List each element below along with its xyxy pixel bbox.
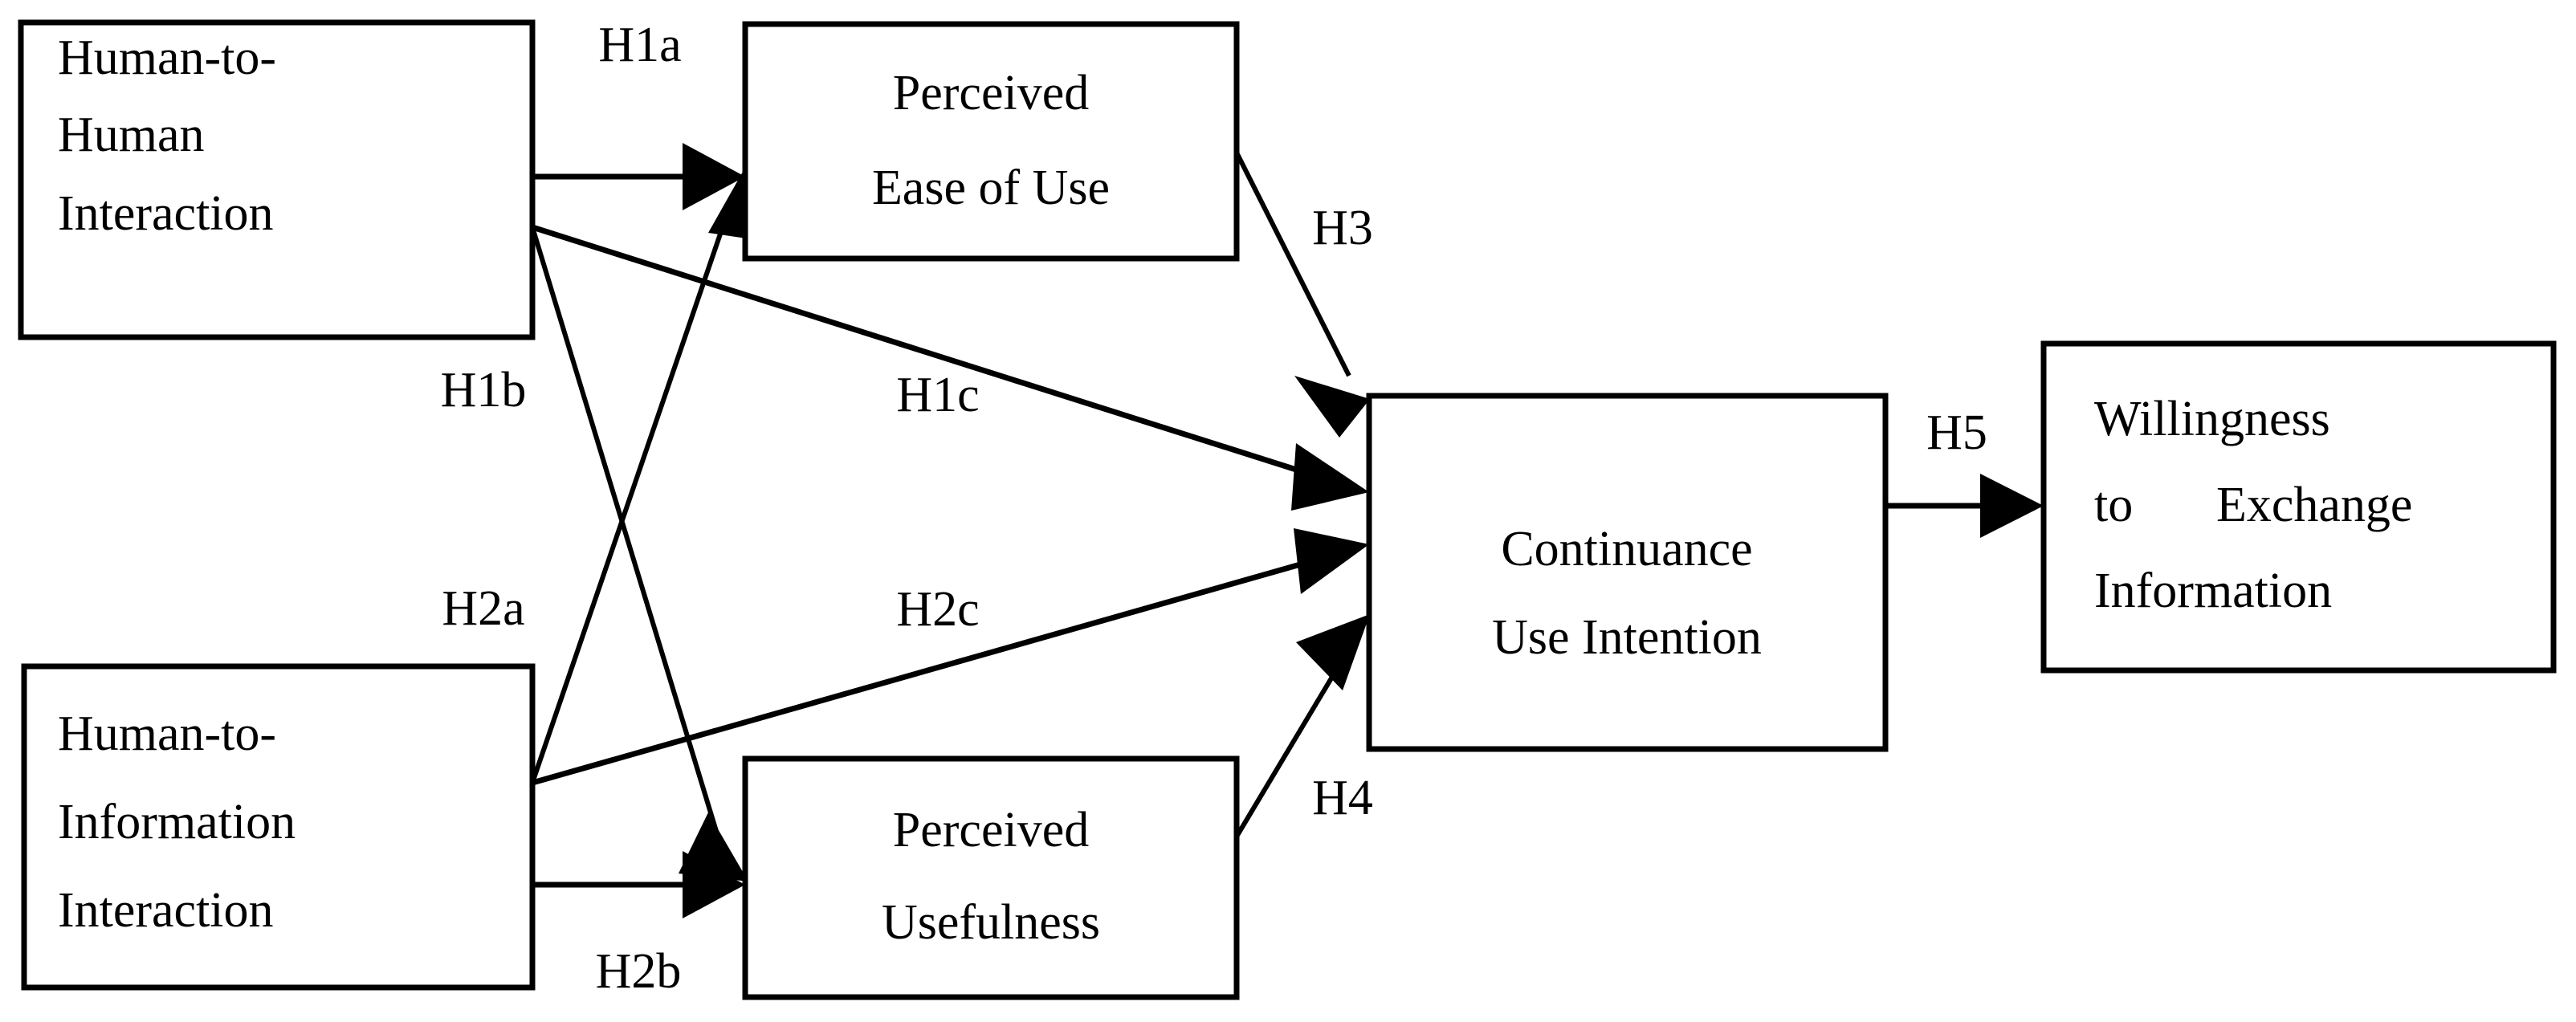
edge-h4-line <box>1234 647 1351 838</box>
edge-h4 <box>1234 614 1370 838</box>
edge-h2c <box>532 528 1369 786</box>
edge-label-h1c: H1c <box>896 368 979 422</box>
node-human-to-information-interaction-box[interactable] <box>21 663 536 991</box>
node-human-to-information-interaction-line3: Interaction <box>58 883 274 938</box>
edge-h1c-line <box>531 224 1310 477</box>
edge-label-h2a: H2a <box>442 581 524 636</box>
node-human-to-human-interaction[interactable]: Human-to- Human Interaction <box>18 19 536 340</box>
node-continuance-use-intention-box[interactable] <box>1366 393 1889 752</box>
node-perceived-usefulness-box[interactable] <box>742 755 1240 1000</box>
node-human-to-human-interaction-line1: Human-to- <box>58 31 276 85</box>
node-human-to-information-interaction-line2: Information <box>58 795 296 849</box>
node-willingness-to-exchange-information-box[interactable] <box>2040 340 2557 674</box>
edge-label-h1b: H1b <box>441 363 527 417</box>
edge-h2c-line <box>532 559 1310 786</box>
node-perceived-ease-of-use-box[interactable] <box>742 21 1240 262</box>
edge-label-h4: H4 <box>1312 771 1373 825</box>
node-perceived-ease-of-use-line2: Ease of Use <box>872 161 1110 215</box>
edge-h2a <box>530 165 763 784</box>
edge-h3-line <box>1234 151 1351 377</box>
edge-h1b <box>530 226 748 882</box>
edge-h1b-line <box>530 226 729 866</box>
node-human-to-information-interaction[interactable]: Human-to- Information Interaction <box>21 663 536 991</box>
node-human-to-human-interaction-box[interactable] <box>18 19 536 340</box>
node-perceived-usefulness-line2: Usefulness <box>882 895 1100 950</box>
edge-h2a-line <box>530 214 729 784</box>
edge-h1c <box>531 224 1369 511</box>
edge-h4-arrowhead <box>1296 614 1370 690</box>
edge-label-h2c: H2c <box>896 582 979 637</box>
node-willingness-to-exchange-information-line3: Information <box>2094 564 2332 618</box>
node-willingness-to-exchange-information-line2a: to <box>2094 478 2133 532</box>
edge-h1c-arrowhead <box>1291 443 1369 511</box>
node-human-to-information-interaction-line1: Human-to- <box>58 706 276 761</box>
edge-h1a-arrowhead <box>683 143 745 210</box>
edge-label-h1a: H1a <box>598 18 681 72</box>
node-human-to-human-interaction-line3: Interaction <box>58 186 274 241</box>
node-continuance-use-intention-line1: Continuance <box>1501 522 1752 576</box>
edge-label-h3: H3 <box>1312 201 1373 255</box>
edge-h1a <box>532 143 745 210</box>
edge-h2b-arrowhead <box>683 851 745 918</box>
node-human-to-human-interaction-line2: Human <box>58 108 205 162</box>
node-continuance-use-intention-line2: Use Intention <box>1492 610 1762 665</box>
edge-h5-arrowhead <box>1980 474 2044 538</box>
edge-h2b <box>532 851 745 918</box>
edge-h5 <box>1885 474 2044 538</box>
node-perceived-ease-of-use-line1: Perceived <box>893 66 1089 120</box>
node-willingness-to-exchange-information-line2b: Exchange <box>2216 478 2412 532</box>
edge-label-h5: H5 <box>1926 405 1987 460</box>
node-willingness-to-exchange-information[interactable]: Willingness to Exchange Information <box>2040 340 2557 674</box>
edge-label-h2b: H2b <box>596 944 682 999</box>
edge-h2c-arrowhead <box>1294 528 1369 594</box>
node-continuance-use-intention[interactable]: Continuance Use Intention <box>1366 393 1889 752</box>
edge-h3-arrowhead <box>1294 376 1370 438</box>
node-perceived-usefulness-line1: Perceived <box>893 803 1089 857</box>
node-perceived-usefulness[interactable]: Perceived Usefulness <box>742 755 1240 1000</box>
edge-h3 <box>1234 151 1370 438</box>
node-perceived-ease-of-use[interactable]: Perceived Ease of Use <box>742 21 1240 262</box>
node-willingness-to-exchange-information-line1: Willingness <box>2094 392 2330 446</box>
